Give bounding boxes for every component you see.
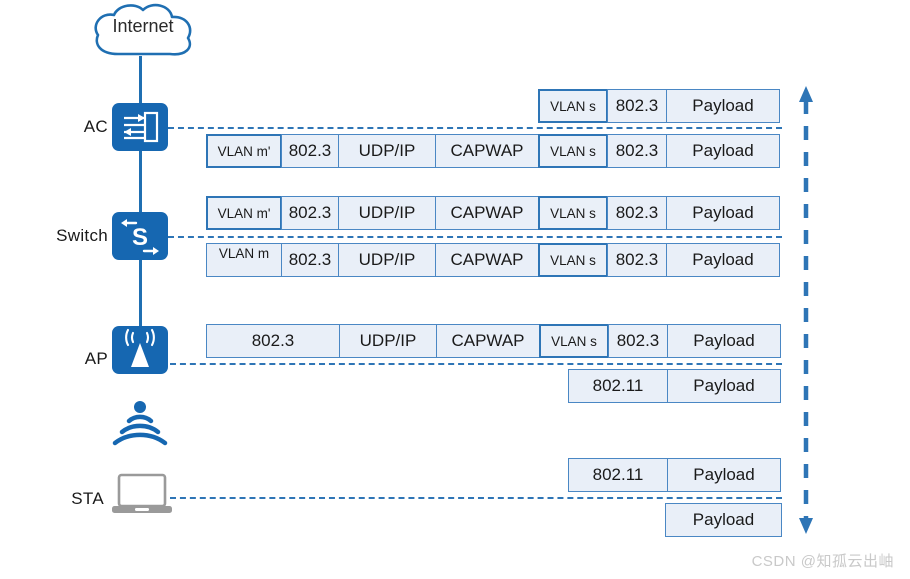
packet-segment: VLAN s (538, 243, 608, 277)
wifi-signal-indicator (110, 396, 170, 448)
packet-segment: UDP/IP (338, 243, 436, 277)
packet-segment: CAPWAP (435, 196, 539, 230)
packet-segment: 802.3 (607, 196, 667, 230)
packet-row-sta-payload: Payload (665, 503, 782, 537)
device-icon-sta (110, 472, 174, 516)
packet-segment: VLAN m' (206, 134, 282, 168)
packet-segment: Payload (667, 369, 781, 403)
trunk-cloud-to-ac (139, 56, 142, 106)
access-point-icon (125, 328, 155, 367)
packet-segment: Payload (666, 134, 780, 168)
packet-segment: CAPWAP (435, 134, 539, 168)
packet-segment: Payload (667, 324, 781, 358)
laptop-icon (112, 473, 172, 513)
packet-segment: CAPWAP (436, 324, 540, 358)
packet-segment: VLAN s (539, 324, 609, 358)
device-icon-ac (112, 103, 168, 151)
device-icon-ap (112, 326, 168, 374)
device-label-ap: AP (84, 349, 108, 368)
packet-segment: Payload (666, 243, 780, 277)
trunk-switch-to-ap (139, 260, 142, 326)
ac-controller-icon (124, 111, 159, 143)
svg-text:S: S (132, 224, 148, 251)
packet-segment-label: VLAN m (218, 246, 270, 261)
packet-segment: 802.3 (281, 243, 339, 277)
internet-cloud: Internet (88, 2, 198, 62)
device-label-switch: Switch (56, 226, 108, 245)
connector-sta (170, 497, 782, 499)
connector-ac (168, 127, 782, 129)
packet-segment: VLAN m' (206, 196, 282, 230)
packet-segment: 802.3 (608, 324, 668, 358)
packet-segment: 802.11 (568, 458, 668, 492)
watermark: CSDN @知孤云出岫 (751, 553, 894, 570)
connector-switch (168, 236, 782, 238)
packet-segment: Payload (666, 196, 780, 230)
packet-segment: Payload (667, 458, 781, 492)
trunk-ac-to-switch (139, 150, 142, 212)
switch-icon: S (121, 219, 159, 255)
packet-segment: UDP/IP (338, 196, 436, 230)
device-label-sta: STA (71, 489, 104, 508)
packet-segment: 802.3 (607, 243, 667, 277)
packet-segment: VLAN s (538, 196, 608, 230)
packet-segment: VLAN s (538, 134, 608, 168)
wifi-signal-icon (112, 401, 168, 446)
vertical-flow-arrow (798, 86, 814, 534)
packet-segment: UDP/IP (339, 324, 437, 358)
packet-segment: 802.3 (607, 89, 667, 123)
packet-segment: UDP/IP (338, 134, 436, 168)
packet-segment: 802.3 (607, 134, 667, 168)
packet-segment: CAPWAP (435, 243, 539, 277)
connector-ap (170, 363, 782, 365)
packet-segment: VLAN s (538, 89, 608, 123)
packet-segment: 802.3 (281, 134, 339, 168)
internet-label: Internet (112, 16, 174, 36)
device-label-ac: AC (83, 117, 108, 136)
device-icon-switch: S (112, 212, 168, 260)
cloud-icon (94, 3, 192, 56)
double-headed-vertical-arrow-icon (799, 86, 813, 534)
packet-segment: Payload (665, 503, 782, 537)
packet-segment: Payload (666, 89, 780, 123)
packet-segment: 802.3 (281, 196, 339, 230)
packet-segment: 802.3 (206, 324, 340, 358)
packet-segment: VLAN m (206, 243, 282, 277)
packet-segment: 802.11 (568, 369, 668, 403)
